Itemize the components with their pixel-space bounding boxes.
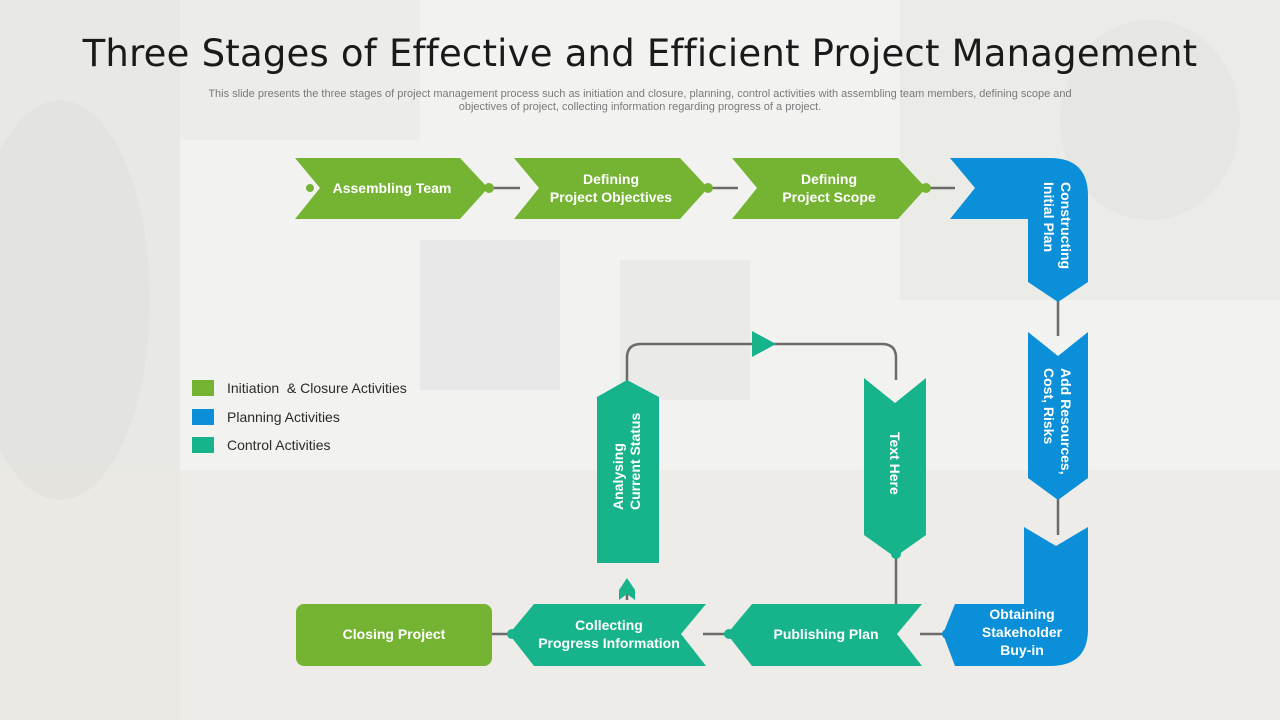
legend-swatch <box>192 437 214 454</box>
step-label: Project Objectives <box>550 189 672 205</box>
legend: Initiation & Closure Activities Planning… <box>192 374 407 460</box>
step-publishing-plan: Publishing Plan <box>727 604 922 666</box>
step-label: Defining <box>583 171 639 187</box>
legend-label: Initiation & Closure Activities <box>227 380 407 397</box>
connector-lines <box>480 186 1060 636</box>
subtitle-line: objectives of project, collecting inform… <box>458 101 822 113</box>
step-label: Constructing <box>1058 182 1074 269</box>
step-constructing-plan: Constructing Initial Plan <box>950 158 1088 302</box>
subtitle-line: This slide presents the three stages of … <box>208 88 1072 100</box>
step-label: Defining <box>801 171 857 187</box>
step-label: Stakeholder <box>982 624 1063 640</box>
legend-swatch <box>192 380 214 397</box>
legend-item-initiation: Initiation & Closure Activities <box>192 374 407 403</box>
connector-dot <box>306 184 314 192</box>
step-label: Current Status <box>627 413 643 510</box>
step-label: Add Resources, <box>1058 368 1074 475</box>
step-label: Project Scope <box>782 189 876 205</box>
page-title: Three Stages of Effective and Efficient … <box>82 32 1198 75</box>
connector-dot <box>484 183 494 193</box>
legend-item-planning: Planning Activities <box>192 403 407 432</box>
arrow-up-icon <box>619 578 635 600</box>
step-label: Cost, Risks <box>1041 368 1057 444</box>
step-text-here: Text Here <box>864 378 926 557</box>
step-label: Text Here <box>887 432 903 495</box>
step-label: Progress Information <box>538 635 680 651</box>
step-defining-scope: Defining Project Scope <box>732 158 926 219</box>
step-assembling-team: Assembling Team <box>295 158 488 219</box>
legend-swatch <box>192 408 214 425</box>
page-subtitle: This slide presents the three stages of … <box>160 88 1120 114</box>
step-label: Analysing <box>610 443 626 510</box>
step-label: Buy-in <box>1000 642 1044 658</box>
step-add-resources: Add Resources, Cost, Risks <box>1028 332 1088 500</box>
step-obtaining-buyin: Obtaining Stakeholder Buy-in <box>943 527 1088 666</box>
legend-item-control: Control Activities <box>192 431 407 460</box>
step-analysing-status: Analysing Current Status <box>597 380 659 563</box>
legend-label: Control Activities <box>227 437 331 454</box>
step-label: Assembling Team <box>333 180 452 196</box>
step-label: Obtaining <box>989 606 1054 622</box>
legend-label: Planning Activities <box>227 408 340 425</box>
connector-dots <box>306 183 1063 639</box>
step-label: Collecting <box>575 617 643 633</box>
step-collecting-info: Collecting Progress Information <box>509 604 706 666</box>
step-label: Initial Plan <box>1041 182 1057 252</box>
step-defining-objectives: Defining Project Objectives <box>514 158 708 219</box>
step-label: Closing Project <box>343 626 446 642</box>
arrow-right-icon <box>752 331 776 357</box>
step-label: Publishing Plan <box>773 626 878 642</box>
step-closing-project: Closing Project <box>296 604 492 666</box>
